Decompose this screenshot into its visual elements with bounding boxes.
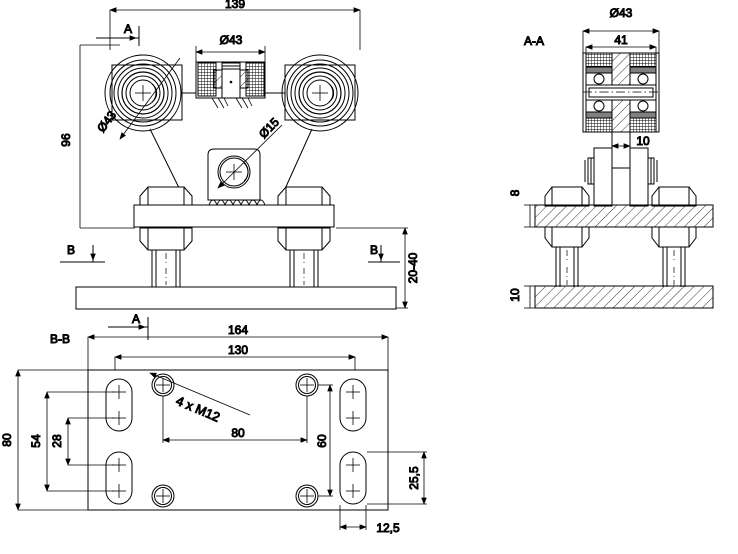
lower-hex-nuts xyxy=(139,227,331,251)
dimension-overall-width xyxy=(109,7,361,50)
section-title-aa: A-A xyxy=(524,34,544,48)
dim-label-80-x: 80 xyxy=(231,426,245,440)
dimension-tab-width xyxy=(339,505,367,530)
leader-d15 xyxy=(217,124,283,189)
front-elevation-view: 139 A 96 xyxy=(59,0,421,310)
dim-label-d43-aa: Ø43 xyxy=(610,6,633,20)
threaded-rods xyxy=(151,250,319,288)
bracket-side-walls xyxy=(584,147,658,207)
left-roller-wheel xyxy=(104,54,183,132)
dimension-adjust-range xyxy=(336,227,408,309)
dim-label-8: 8 xyxy=(508,189,522,196)
right-roller-wheel xyxy=(281,54,359,132)
base-plate xyxy=(75,286,397,310)
dim-label-80-w: 80 xyxy=(0,433,14,447)
dim-label-96: 96 xyxy=(59,133,73,147)
dim-label-25-5: 25,5 xyxy=(407,466,421,490)
section-label-b-right: B xyxy=(370,243,378,257)
dim-label-10-shaft: 10 xyxy=(636,134,650,148)
dim-label-10-plate: 10 xyxy=(508,288,522,302)
dim-label-28: 28 xyxy=(50,434,64,448)
right-slot-holes xyxy=(339,378,367,505)
leader-4xm12 xyxy=(149,372,251,416)
dim-label-d15: Ø15 xyxy=(256,115,282,141)
center-bearing-block xyxy=(195,46,266,109)
dimension-plate-length xyxy=(87,334,389,370)
dimension-bolt-span-x xyxy=(162,396,308,443)
dimension-slot-span-28 xyxy=(65,417,114,466)
section-upper-hex-nuts xyxy=(544,186,697,207)
dim-label-54: 54 xyxy=(29,434,43,448)
dimension-upper-plate-thickness xyxy=(524,204,536,228)
dimension-base-plate-thickness xyxy=(524,285,536,309)
dim-label-139: 139 xyxy=(225,0,245,11)
section-b-b-view: B-B A 164 130 xyxy=(0,312,427,536)
section-threaded-rods xyxy=(555,247,686,287)
section-label-b-left: B xyxy=(67,243,75,257)
section-lower-hex-nuts xyxy=(544,226,697,248)
dimension-bolt-span-y xyxy=(318,384,333,497)
thread-coil xyxy=(208,199,266,206)
section-mark-b-left xyxy=(60,245,105,263)
dimension-overall-height xyxy=(79,44,135,229)
dimension-plate-width xyxy=(15,369,88,511)
dim-label-d43-top: Ø43 xyxy=(220,33,243,47)
roller-shaft xyxy=(611,131,631,169)
section-base-plate xyxy=(534,285,714,309)
m12-bolt-holes xyxy=(151,373,319,508)
leader-d43-left xyxy=(119,57,181,140)
section-label-a-bottom: A xyxy=(132,312,140,326)
dim-label-20-40: 20-40 xyxy=(406,252,420,283)
section-mark-b-right xyxy=(368,245,400,263)
section-mark-a-bottom xyxy=(108,317,149,340)
section-upper-plate xyxy=(534,204,714,228)
section-mark-a-top xyxy=(96,26,140,46)
dim-label-60: 60 xyxy=(315,434,329,448)
section-a-a-view: A-A Ø43 41 xyxy=(508,6,714,309)
roller-assembly-section xyxy=(582,52,660,133)
dim-label-12-5: 12,5 xyxy=(376,521,400,535)
section-label-a-top: A xyxy=(124,22,132,36)
section-title-bb: B-B xyxy=(50,332,70,346)
dimension-slot-span-54 xyxy=(44,391,114,492)
center-bracket xyxy=(207,148,261,201)
upper-mounting-plate xyxy=(133,204,335,228)
dim-label-164: 164 xyxy=(228,323,248,337)
dim-label-41: 41 xyxy=(614,33,628,47)
dim-label-130: 130 xyxy=(228,343,248,357)
dimension-tab-height xyxy=(367,451,427,505)
